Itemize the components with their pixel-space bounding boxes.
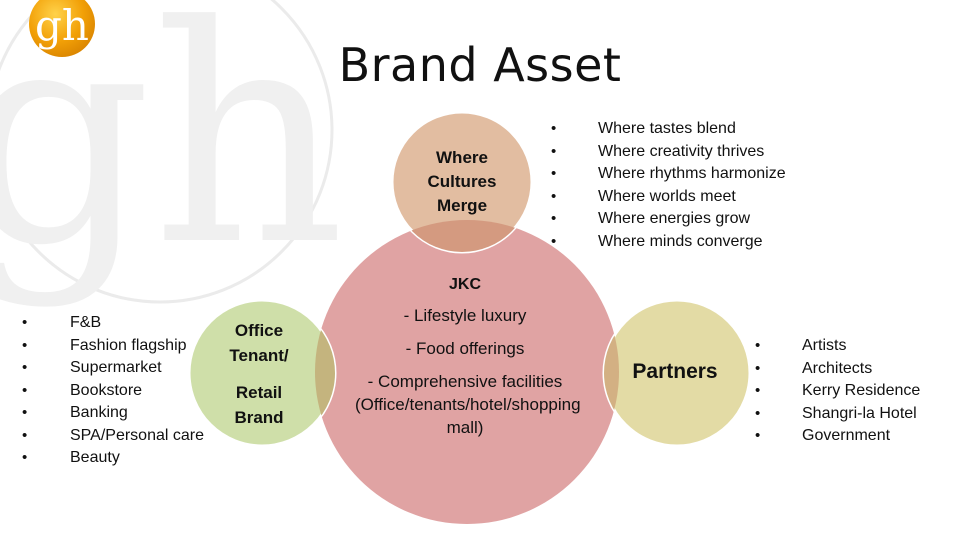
list-item: •Supermarket — [22, 359, 162, 376]
center-item: - Food offerings — [405, 339, 525, 358]
list-item: •Where creativity thrives — [551, 142, 765, 160]
list-item: •Beauty — [22, 449, 120, 466]
gh-logo: gh — [29, 0, 95, 57]
logo-text: gh — [35, 1, 89, 50]
list-item: •Where worlds meet — [551, 187, 736, 205]
top-circle-label: Where Cultures Merge — [407, 146, 517, 218]
left-circle-label-line: Tenant/ — [229, 346, 289, 365]
center-circle-text: JKC - Lifestyle luxury - Food offerings … — [355, 276, 581, 449]
left-circle-label-line: Office — [234, 321, 284, 340]
top-circle-label-line: Merge — [436, 196, 488, 215]
list-tenant-categories: •F&B •Fashion flagship •Supermarket •Boo… — [22, 312, 204, 470]
list-where-items: •Where tastes blend •Where creativity th… — [551, 118, 786, 253]
list-item: •SPA/Personal care — [22, 426, 204, 444]
list-item: •Architects — [755, 359, 873, 377]
right-circle-label: Partners — [615, 358, 735, 386]
left-circle-label: Office Tenant/ Retail Brand — [204, 318, 314, 430]
left-circle-label-line: Retail — [235, 383, 283, 402]
list-item: •Shangri-la Hotel — [755, 404, 917, 422]
list-item: •Bookstore — [22, 381, 143, 399]
center-item: - Lifestyle luxury — [403, 306, 527, 325]
top-circle-label-line: Where — [436, 148, 488, 167]
list-item: •Where energies grow — [551, 210, 751, 227]
list-item: •Government — [755, 427, 891, 444]
top-circle-label-line: Cultures — [427, 172, 497, 191]
slide-title: Brand Asset — [338, 38, 622, 92]
center-heading: JKC — [448, 276, 481, 293]
list-item: •Fashion flagship — [22, 336, 187, 354]
left-circle-label-line: Brand — [234, 408, 284, 427]
list-item: •Where tastes blend — [551, 120, 736, 137]
list-item: •F&B — [22, 314, 102, 331]
list-item: •Artists — [755, 337, 847, 354]
list-partners: •Artists •Architects •Kerry Residence •S… — [755, 335, 921, 448]
center-circle-jkc — [315, 220, 619, 524]
list-item: •Where minds converge — [551, 232, 763, 250]
list-item: •Banking — [22, 404, 128, 421]
list-item: •Kerry Residence — [755, 382, 921, 399]
right-circle-label-line: Partners — [632, 360, 718, 383]
list-item: •Where rhythms harmonize — [551, 165, 786, 182]
center-item: - Comprehensive facilities (Office/tenan… — [355, 372, 581, 437]
